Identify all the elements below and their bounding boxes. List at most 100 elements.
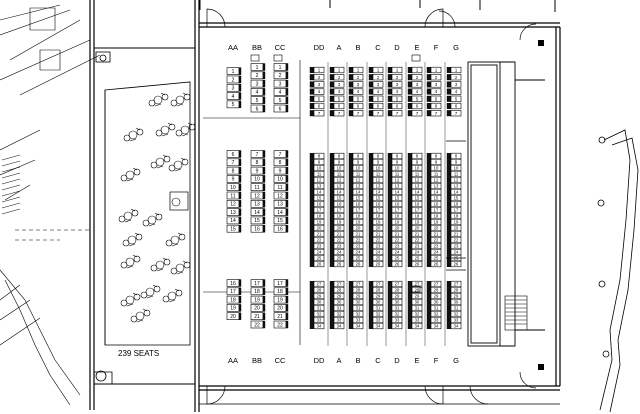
seat: 24 [309,248,325,256]
seat: 14 [368,188,384,196]
seat: 23 [348,242,364,250]
seat: 9 [309,158,325,166]
seat-number: 4 [377,89,380,94]
seat-number: 1 [318,68,321,73]
lounge-chair-cluster [165,232,186,247]
seat: 23 [407,242,423,250]
seat-number: 14 [254,210,260,216]
seat-number: 2 [455,75,458,80]
seat: 18 [407,212,423,220]
columns [538,40,544,370]
seat: 32 [348,310,364,318]
seat-number: 14 [230,218,236,224]
seat: 24 [407,248,423,256]
seat-number: 26 [337,262,342,267]
seat: 10 [407,164,423,172]
seat-number: 33 [337,318,342,323]
seat: 25 [368,254,384,262]
seat-number: 7 [416,111,419,116]
seat: 9 [426,158,442,166]
seat: 2 [426,74,442,81]
seat: 13 [226,208,242,216]
seat-number: 24 [415,250,420,255]
seat: 9 [348,158,364,166]
seat-number: 7 [357,111,360,116]
seat-number: 8 [377,154,380,159]
seat: 2 [368,74,384,81]
seat-number: 16 [356,202,361,207]
seat: 4 [226,92,242,100]
lounge-chair-cluster [142,212,163,227]
lounge-chair-cluster [140,284,161,299]
seat-number: 30 [395,300,400,305]
seat: 31 [309,304,325,312]
seat: 5 [446,95,462,102]
seat-number: 22 [254,322,260,328]
seat: 34 [329,322,345,330]
seat-number: 19 [337,220,342,225]
seat-number: 12 [434,178,439,183]
seat-number: 26 [356,262,361,267]
seat: 10 [387,164,403,172]
seat-number: 22 [317,238,322,243]
seat-number: 19 [434,220,439,225]
seat-number: 10 [415,166,420,171]
seat: 33 [407,316,423,324]
seat: 12 [407,176,423,184]
seat: 14 [407,188,423,196]
seat-number: 4 [416,89,419,94]
seat: 10 [446,164,462,172]
seat-number: 6 [435,104,438,109]
seat: 12 [226,200,242,208]
seat-number: 34 [434,324,439,329]
seat-number: 6 [256,106,259,112]
seat: 14 [446,188,462,196]
seat: 24 [348,248,364,256]
seat-number: 9 [338,160,341,165]
seat-number: 23 [415,244,420,249]
seat: 25 [329,254,345,262]
seat-number: 2 [416,75,419,80]
column-label: BB [252,43,262,52]
seat: 19 [446,218,462,226]
seat-number: 28 [356,288,361,293]
seat: 23 [446,242,462,250]
seat: 13 [407,182,423,190]
seat-number: 14 [277,210,283,216]
seat-number: 20 [230,314,236,320]
seat: 17 [387,206,403,214]
seat: 19 [329,218,345,226]
seat-number: 16 [277,227,283,233]
column-label: D [394,43,400,52]
seat-number: 12 [277,193,283,199]
seat-number: 19 [454,220,459,225]
seat-number: 3 [377,82,380,87]
seat-number: 8 [232,168,235,174]
seat: 29 [348,292,364,300]
site-context-left [0,4,101,406]
seat-number: 3 [232,86,235,92]
seat: 5 [250,96,266,104]
seat: 22 [273,320,289,329]
seat-number: 25 [317,256,322,261]
seat-number: 21 [454,232,459,237]
seat-number: 22 [434,238,439,243]
seat-number: 5 [338,96,341,101]
seat-number: 7 [377,111,380,116]
seat: 22 [348,236,364,244]
seat: 32 [426,310,442,318]
seat-number: 15 [415,196,420,201]
seat: 34 [348,322,364,330]
seat: 1 [273,63,289,71]
seat-number: 16 [376,202,381,207]
seat-number: 29 [337,294,342,299]
seat: 16 [426,200,442,208]
seat: 10 [368,164,384,172]
seat-number: 10 [454,166,459,171]
seat: 22 [426,236,442,244]
seat-number: 12 [230,202,236,208]
seat: 28 [368,286,384,294]
seat: 5 [273,96,289,104]
seat: 15 [226,224,242,233]
